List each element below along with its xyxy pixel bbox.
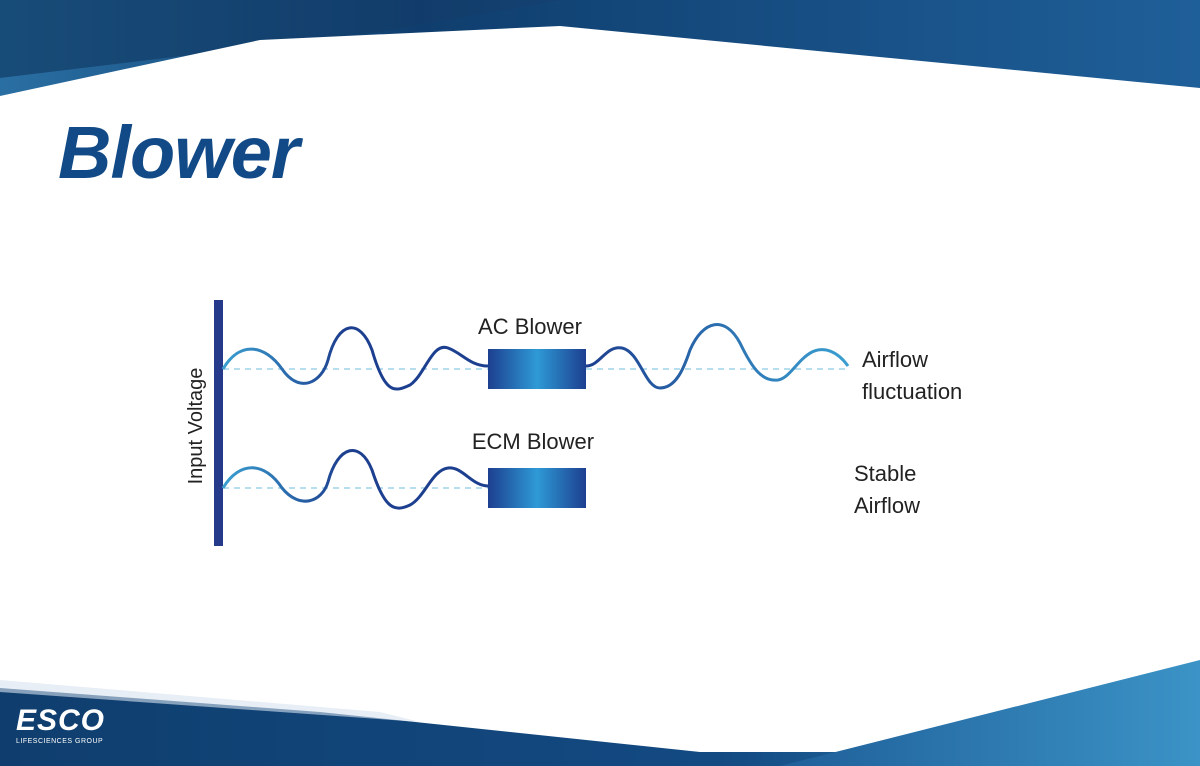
ecm-blower-label: ECM Blower: [472, 429, 594, 454]
bottom-output-label-1: Stable: [854, 461, 916, 486]
top-output-label-2: fluctuation: [862, 379, 962, 404]
top-output-wave: [585, 323, 850, 390]
slide-title: Blower: [58, 111, 300, 194]
esco-logo: ESCO LIFESCIENCES GROUP: [16, 704, 106, 746]
voltage-axis-bar: [214, 300, 223, 546]
bottom-input-wave: [221, 449, 489, 510]
bottom-banner: [0, 688, 1200, 766]
ac-blower-label: AC Blower: [478, 314, 582, 339]
bottom-banner-highlight: [0, 680, 420, 722]
top-input-wave: [221, 326, 489, 391]
top-output-label-1: Airflow: [862, 347, 928, 372]
logo-mark: ESCO: [16, 704, 106, 737]
logo-subtext: LIFESCIENCES GROUP: [16, 738, 104, 745]
axis-label: Input Voltage: [185, 368, 207, 485]
ecm-blower-box: [488, 468, 586, 508]
bottom-output-label-2: Airflow: [854, 493, 920, 518]
top-banner-curve: [0, 26, 1200, 104]
bottom-banner-light: [780, 660, 1200, 766]
ac-blower-box: [488, 349, 586, 389]
top-banner-shade: [0, 0, 560, 78]
